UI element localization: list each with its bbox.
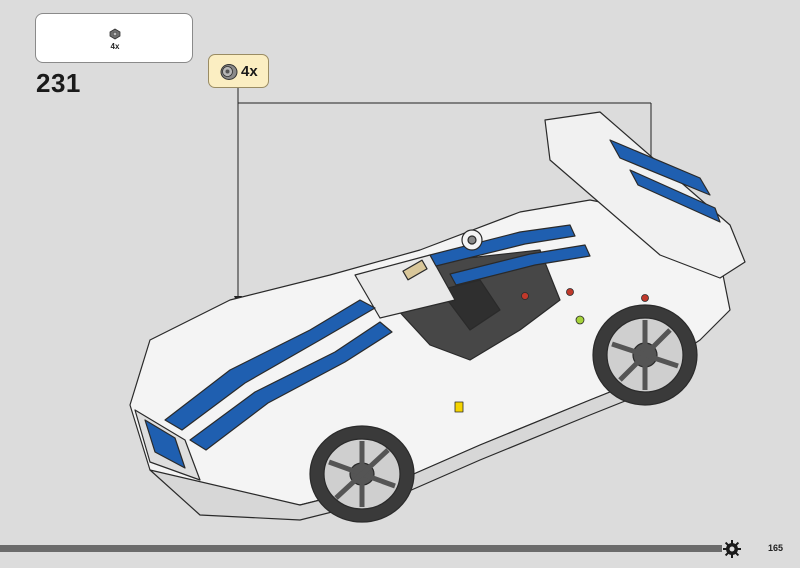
bushing-icon — [220, 64, 238, 80]
footer-bar — [0, 545, 722, 552]
callout-quantity: 4x — [241, 63, 258, 80]
parts-list-box: 4x — [35, 13, 193, 63]
car-model — [129, 111, 746, 523]
page-number: 165 — [768, 543, 784, 553]
parts-list-quantity: 4x — [110, 42, 120, 51]
rear-wheel — [592, 304, 698, 406]
gear-icon — [723, 540, 741, 558]
step-number: 231 — [36, 68, 81, 98]
callout-box: 4x — [208, 54, 269, 88]
bushing-icon — [109, 28, 121, 40]
front-wheel — [309, 425, 415, 523]
